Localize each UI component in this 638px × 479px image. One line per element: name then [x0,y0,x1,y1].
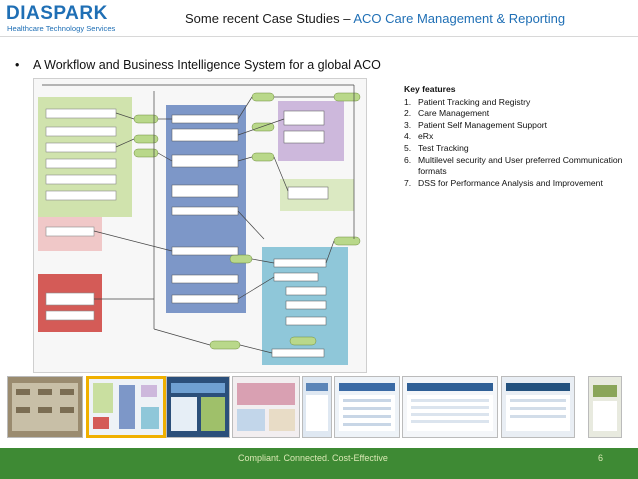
footer-bar: Compliant. Connected. Cost-Effective 6 [0,448,638,479]
feature-number: 3. [404,119,412,130]
thumbnail-9-graphic [593,385,617,431]
feature-text: Patient Self Management Support [418,119,547,130]
bullet-symbol: • [15,58,20,72]
key-features-title: Key features [404,84,456,94]
title-highlight: ACO Care Management & Reporting [353,11,566,26]
feature-text: Multilevel security and User preferred C… [418,154,623,177]
feature-item: 7. DSS for Performance Analysis and Impro… [404,178,629,190]
case-study-thumbnail-strip [0,372,638,448]
slide-title: Some recent Case Studies – ACO Care Mana… [185,11,565,26]
feature-item: 5. Test Tracking [404,143,629,155]
footer-tagline: Compliant. Connected. Cost-Effective [238,453,388,463]
thumbnail-8[interactable] [501,376,575,438]
feature-number: 5. [404,142,412,153]
workflow-diagram-image [33,78,367,373]
title-prefix: Some recent Case Studies – [185,11,354,26]
feature-text: Test Tracking [418,142,469,153]
thumbnail-4[interactable] [232,376,300,438]
feature-text: DSS for Performance Analysis and Improve… [418,177,603,188]
feature-text: Patient Tracking and Registry [418,96,531,107]
key-features-panel: Key features 1. Patient Tracking and Regi… [404,84,629,189]
feature-number: 6. [404,154,412,165]
feature-item: 4. eRx [404,131,629,143]
thumbnail-1-graphic [12,383,78,431]
thumbnail-8-graphic [506,383,570,431]
logo-tagline: Healthcare Technology Services [7,24,116,33]
logo-wordmark: DIASPARK [6,3,108,24]
thumbnail-5[interactable] [302,376,332,438]
thumbnail-2-graphic [93,383,159,429]
thumbnail-4-graphic [237,383,295,431]
diaspark-logo: DIASPARK Healthcare Technology Services [6,4,124,34]
feature-text: Care Management [418,108,490,119]
bullet-point: • A Workflow and Business Intelligence Sy… [15,58,381,72]
thumbnail-7-graphic [407,383,493,431]
feature-item: 6. Multilevel security and User preferred… [404,155,629,178]
feature-number: 1. [404,96,412,107]
thumbnail-6-graphic [339,383,395,431]
feature-number: 2. [404,108,412,119]
thumbnail-6[interactable] [334,376,400,438]
thumbnail-5-graphic [306,383,328,431]
thumbnail-9[interactable] [588,376,622,438]
header-divider [0,36,638,37]
feature-item: 3. Patient Self Management Support [404,120,629,132]
feature-item: 1. Patient Tracking and Registry [404,97,629,109]
page-number: 6 [598,453,604,463]
feature-number: 7. [404,177,412,188]
thumbnail-3-graphic [171,383,225,431]
key-features-list: 1. Patient Tracking and Registry 2. Care M… [404,97,629,190]
workflow-diagram-graphic [38,84,361,365]
thumbnail-7[interactable] [402,376,498,438]
feature-item: 2. Care Management [404,108,629,120]
bullet-text: A Workflow and Business Intelligence Sys… [33,58,381,72]
thumbnail-3[interactable] [166,376,230,438]
thumbnail-2-selected[interactable] [86,376,166,438]
feature-number: 4. [404,131,412,142]
thumbnail-1[interactable] [7,376,83,438]
feature-text: eRx [418,131,434,142]
